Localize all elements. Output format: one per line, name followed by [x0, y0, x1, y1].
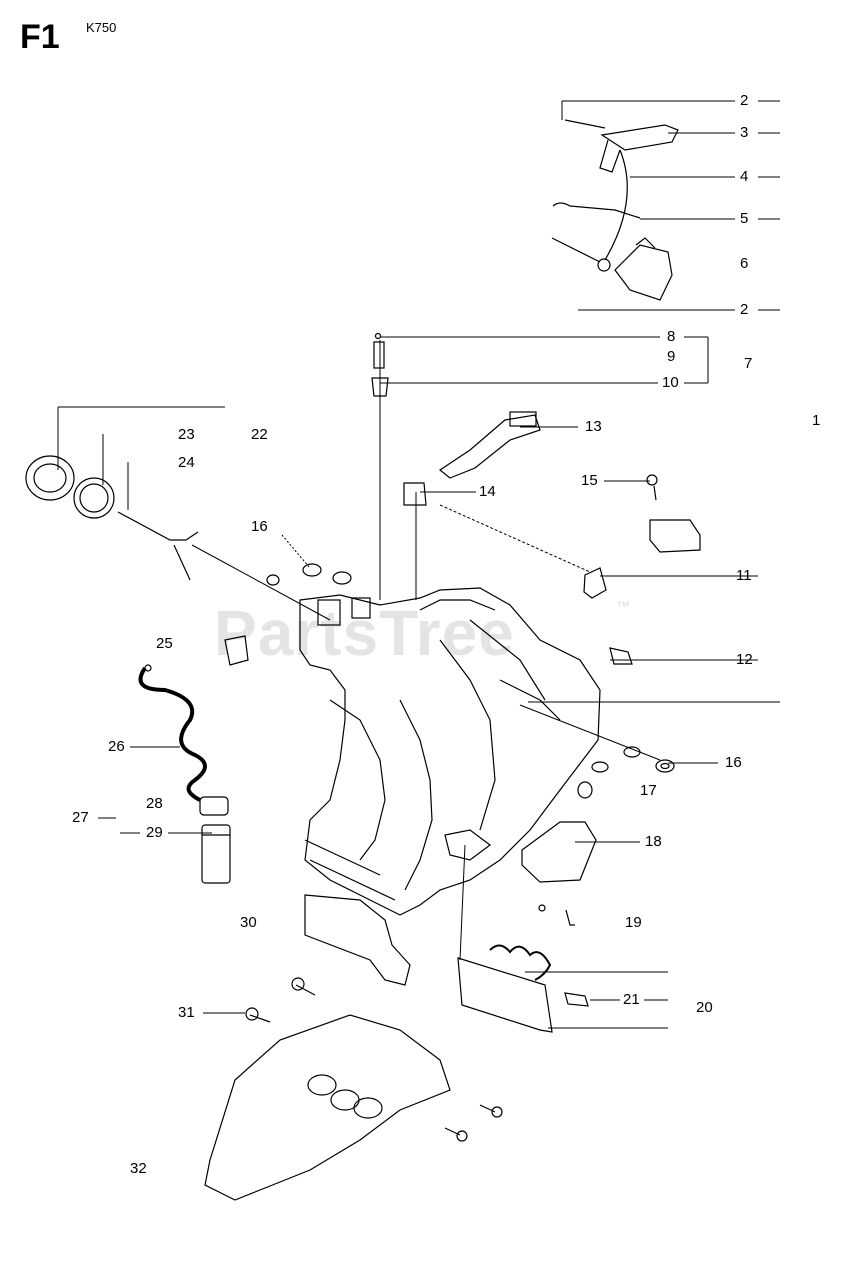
clip-25 — [224, 635, 249, 666]
callout-8[interactable]: 8 — [667, 328, 676, 345]
callout-17[interactable]: 17 — [640, 782, 657, 799]
tank-cap-parts — [25, 455, 199, 581]
watermark: PartsTree — [214, 597, 515, 669]
callout-19[interactable]: 19 — [625, 914, 642, 931]
callout-16-right[interactable]: 16 — [725, 754, 742, 771]
callout-9[interactable]: 9 — [667, 348, 676, 365]
fuel-hose — [138, 664, 207, 802]
callout-24[interactable]: 24 — [178, 454, 195, 471]
callout-22[interactable]: 22 — [251, 426, 268, 443]
fastener-parts — [266, 563, 675, 799]
callout-26[interactable]: 26 — [108, 738, 125, 755]
callout-25[interactable]: 25 — [156, 635, 173, 652]
section-code: F1 — [20, 18, 60, 56]
throttle-assembly — [551, 119, 679, 301]
callout-30[interactable]: 30 — [240, 914, 257, 931]
callout-18[interactable]: 18 — [645, 833, 662, 850]
callout-3[interactable]: 3 — [740, 124, 749, 141]
callout-32[interactable]: 32 — [130, 1160, 147, 1177]
callout-27[interactable]: 27 — [72, 809, 89, 826]
rubber-pad — [521, 821, 597, 926]
callout-16-left[interactable]: 16 — [251, 518, 268, 535]
callout-7[interactable]: 7 — [744, 355, 753, 372]
callout-2-bottom[interactable]: 2 — [740, 301, 749, 318]
callout-10[interactable]: 10 — [662, 374, 679, 391]
callout-31[interactable]: 31 — [178, 1004, 195, 1021]
bottom-cover — [204, 977, 503, 1201]
callout-20[interactable]: 20 — [696, 999, 713, 1016]
callout-14[interactable]: 14 — [479, 483, 496, 500]
model-number: K750 — [86, 20, 117, 35]
callout-6[interactable]: 6 — [740, 255, 749, 272]
callout-5[interactable]: 5 — [740, 210, 749, 227]
leader-lines — [57, 100, 780, 1029]
callout-4[interactable]: 4 — [740, 168, 749, 185]
bottom-plate — [304, 894, 411, 986]
callout-13[interactable]: 13 — [585, 418, 602, 435]
switch-parts — [438, 411, 701, 553]
handle-housing — [299, 587, 601, 916]
pin-parts — [371, 332, 389, 397]
callout-11[interactable]: 11 — [736, 567, 752, 584]
fuel-filter — [199, 796, 231, 884]
callout-21[interactable]: 21 — [623, 991, 640, 1008]
callout-1[interactable]: 1 — [812, 412, 821, 429]
callout-2-top[interactable]: 2 — [740, 92, 749, 109]
clip-parts — [403, 482, 607, 599]
callout-23[interactable]: 23 — [178, 426, 195, 443]
spring-plate — [457, 944, 589, 1033]
watermark-trademark: ™ — [616, 598, 630, 614]
callout-15[interactable]: 15 — [581, 472, 598, 489]
callout-28[interactable]: 28 — [146, 795, 163, 812]
callout-12[interactable]: 12 — [736, 651, 753, 668]
callout-29[interactable]: 29 — [146, 824, 163, 841]
